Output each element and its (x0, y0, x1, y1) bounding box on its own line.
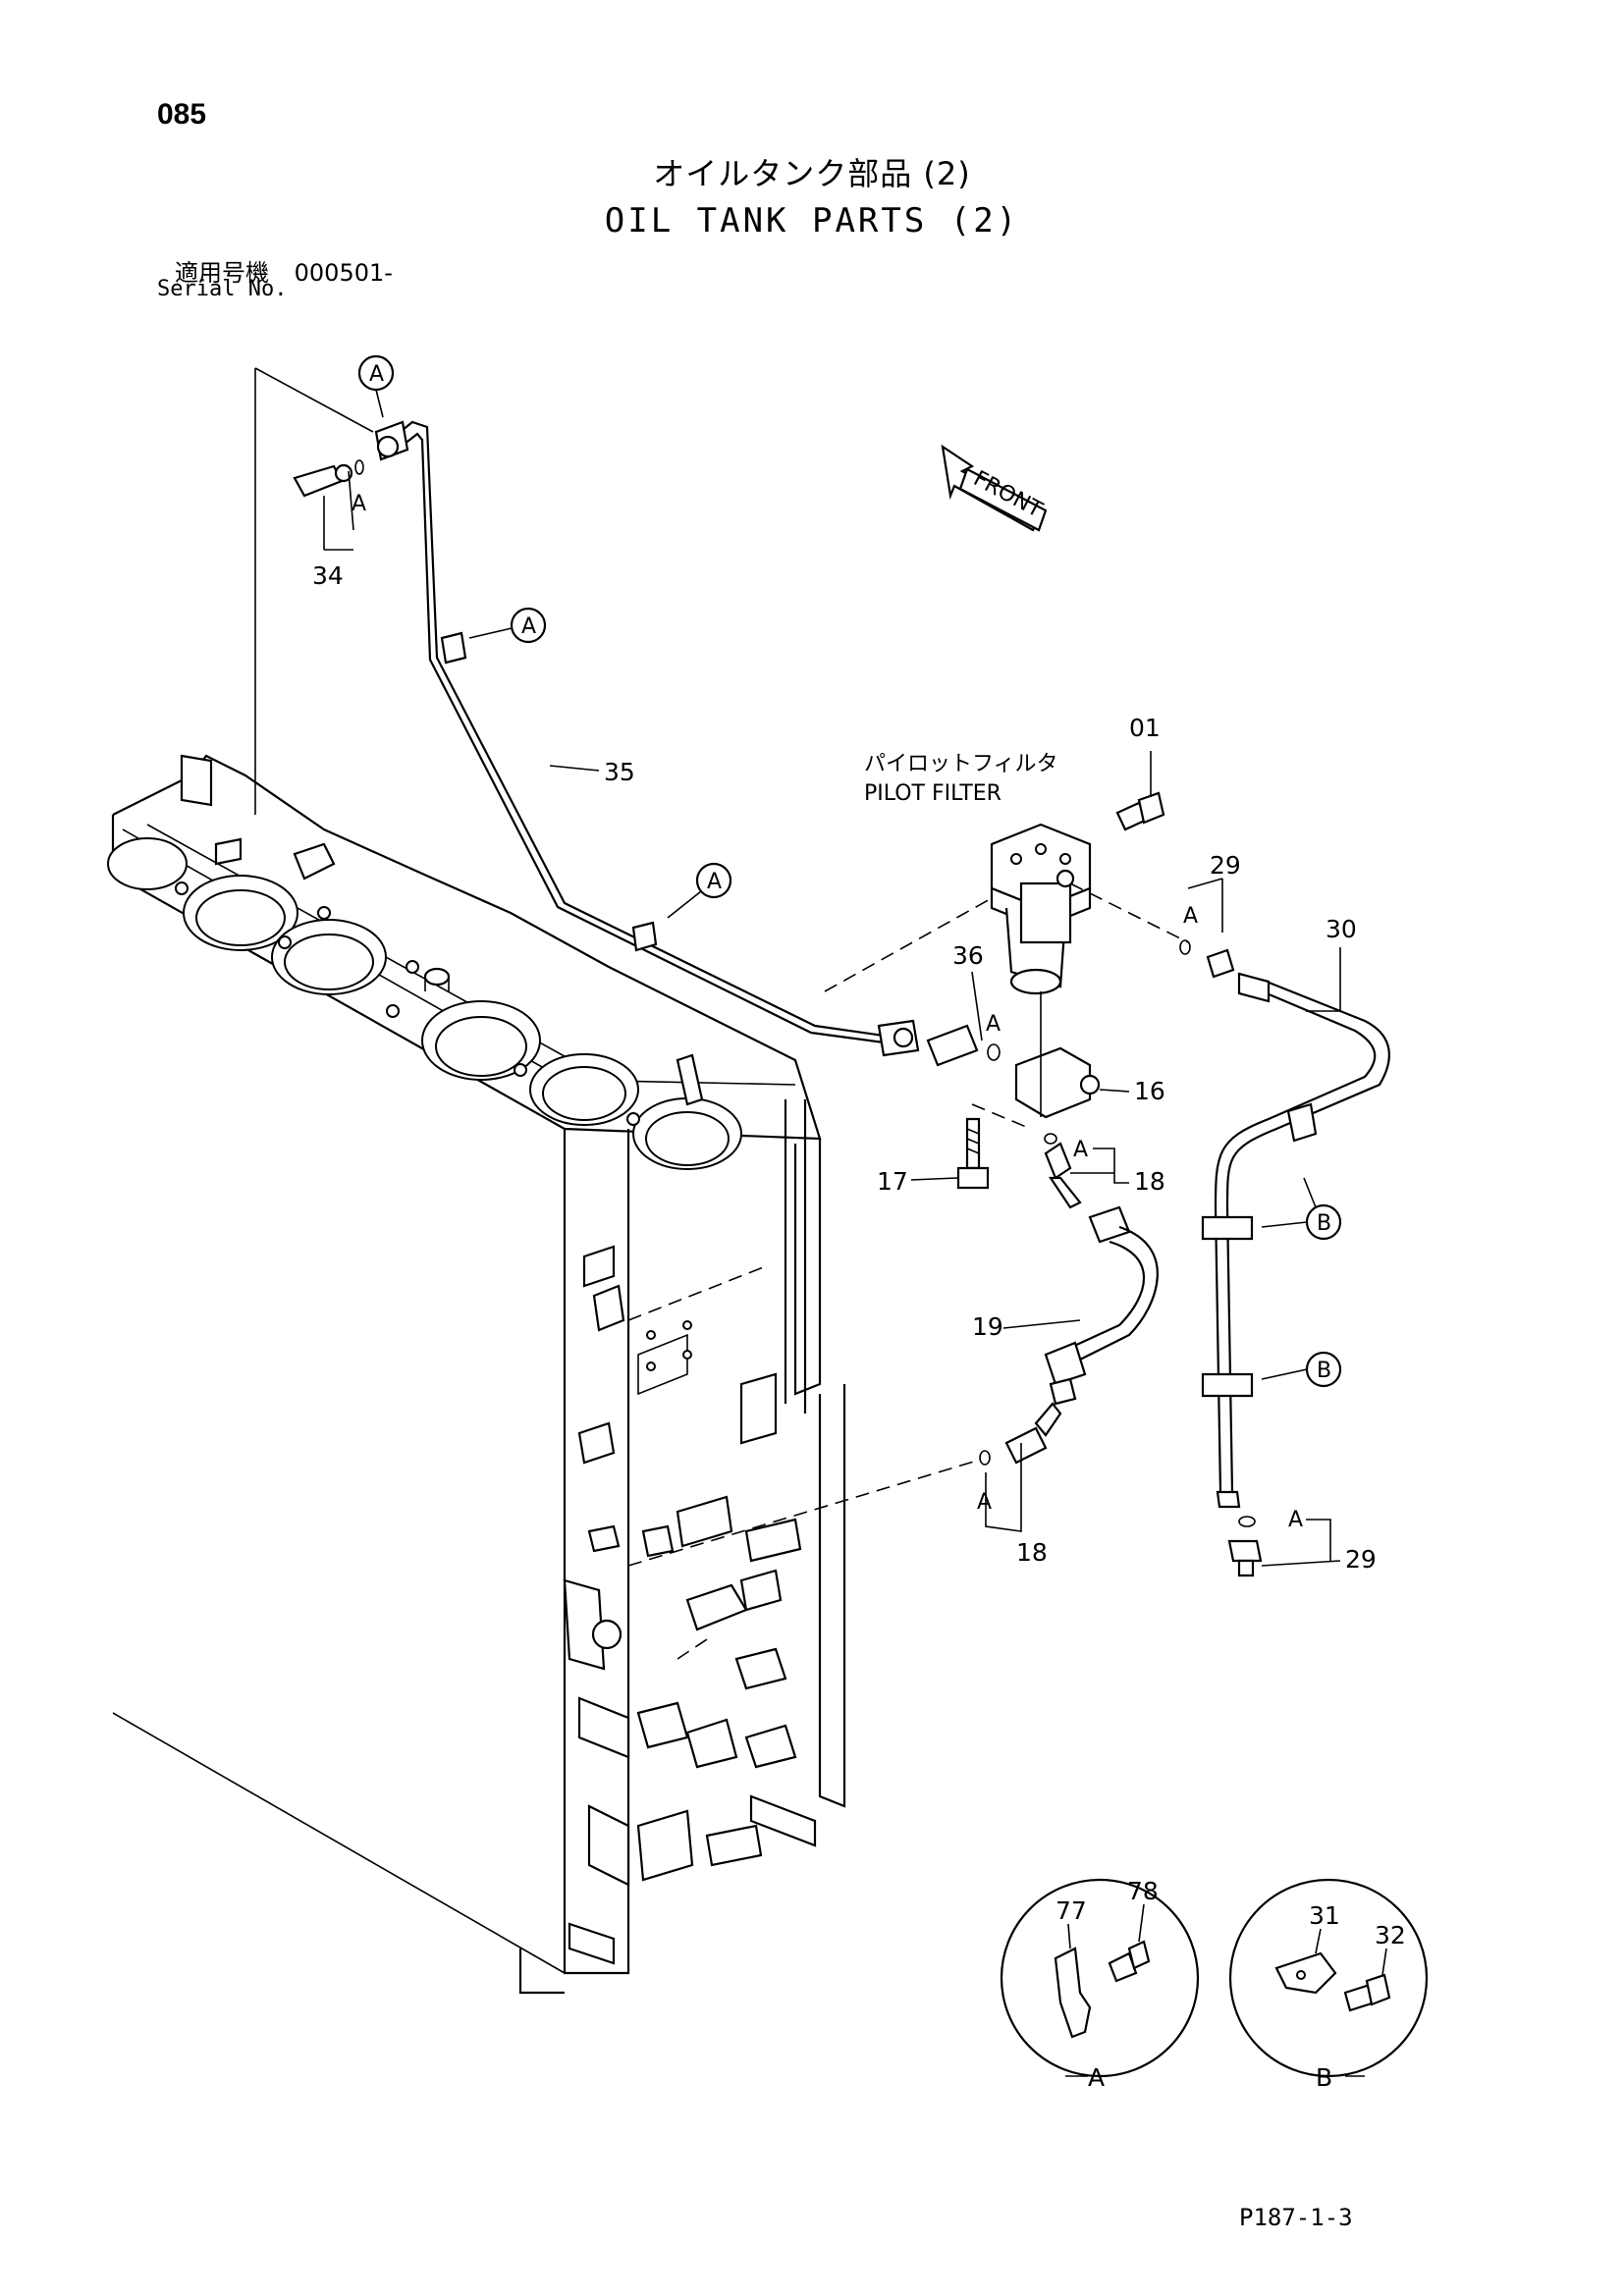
pilot-filter-label: PILOT FILTER (864, 781, 1001, 806)
leader-line (1002, 1319, 1081, 1329)
leader-line (985, 1443, 1022, 1532)
block-16 (1014, 991, 1101, 1119)
serial-label-japanese: 適用号機 (175, 259, 269, 287)
part-number-17: 17 (877, 1167, 908, 1196)
reference-mark-b: B (1261, 1351, 1342, 1388)
part-number-31: 31 (1309, 1901, 1340, 1930)
part-number-32: 32 (1375, 1921, 1406, 1949)
part-number-78: 78 (1127, 1877, 1159, 1905)
adapter-29-lower (1227, 1516, 1263, 1577)
reference-mark-a: A (357, 354, 395, 418)
svg-text:B: B (1317, 1359, 1331, 1383)
part-number-18: 18 (1134, 1167, 1165, 1196)
oil-tank (107, 754, 846, 1995)
reference-mark-a: A (468, 607, 547, 644)
pilot-line-pipe (374, 420, 920, 1057)
plug-01 (1115, 751, 1165, 831)
pilot-filter-label-japanese: パイロットフィルタ (864, 752, 1058, 776)
leader-line (824, 897, 993, 992)
leader-line (627, 1460, 978, 1567)
serial-number-range: 000501- (294, 259, 393, 287)
reference-mark-a-label: A (1073, 1138, 1088, 1162)
detail-view-b: 31 32 B (1228, 1878, 1429, 2092)
front-direction-arrow: FRONT (941, 444, 1048, 532)
part-number-19: 19 (972, 1312, 1003, 1341)
leader-line (910, 1177, 958, 1181)
detail-view-b-label: B (1316, 2063, 1332, 2092)
page-title: OIL TANK PARTS (2) (604, 201, 1020, 240)
reference-mark-a: A (667, 862, 732, 919)
page-title-japanese: オイルタンク部品 (2) (653, 155, 971, 192)
svg-text:B: B (1317, 1211, 1331, 1236)
elbow-fitting-18-upper (1044, 1133, 1082, 1209)
page-number: 085 (157, 98, 207, 131)
leader-line (549, 765, 600, 772)
part-number-30: 30 (1326, 915, 1357, 943)
elbow-fitting-18-lower (979, 1402, 1062, 1466)
return-pipe-30 (1201, 972, 1390, 1509)
part-number-16: 16 (1134, 1077, 1165, 1105)
leader-line (254, 367, 374, 433)
svg-text:A: A (521, 614, 536, 639)
detail-view-a: 77 78 A (1000, 1877, 1200, 2092)
leader-line (971, 1103, 1032, 1130)
hose-19 (1044, 1205, 1159, 1406)
drawing-code: P187-1-3 (1239, 2204, 1353, 2231)
svg-text:A: A (707, 870, 722, 894)
reference-mark-a-label: A (352, 492, 366, 516)
part-number-01: 01 (1129, 714, 1161, 742)
leader-line (1099, 1089, 1130, 1093)
bolt-17 (956, 1117, 990, 1190)
part-number-35: 35 (604, 758, 635, 786)
leader-line (1069, 882, 1189, 943)
reference-mark-a-label: A (1288, 1508, 1303, 1532)
reference-mark-a-label: A (1183, 904, 1198, 929)
reference-mark-b: B (1261, 1177, 1342, 1241)
leader-line (1261, 1519, 1341, 1567)
pilot-filter (990, 823, 1092, 995)
reference-mark-a-label: A (986, 1012, 1001, 1037)
part-number-34: 34 (312, 561, 344, 590)
leader-line (971, 971, 983, 1041)
elbow-fitting-36 (926, 1024, 1001, 1067)
reference-mark-a-label: A (977, 1490, 992, 1515)
part-number-36: 36 (952, 941, 984, 970)
svg-text:A: A (369, 362, 384, 387)
serial-label: Serial No. (157, 277, 288, 301)
elbow-fitting-34 (293, 459, 364, 551)
leader-line (1306, 947, 1341, 1012)
leader-line (1070, 1148, 1129, 1184)
leader-line (1187, 878, 1223, 933)
part-number-29: 29 (1345, 1545, 1377, 1574)
part-number-18: 18 (1016, 1538, 1048, 1567)
adapter-29-upper (1179, 939, 1235, 979)
part-number-77: 77 (1056, 1896, 1087, 1925)
part-number-29: 29 (1210, 851, 1241, 880)
detail-view-a-label: A (1088, 2063, 1105, 2092)
serial-applicability: 適用号機 000501- (175, 253, 393, 288)
